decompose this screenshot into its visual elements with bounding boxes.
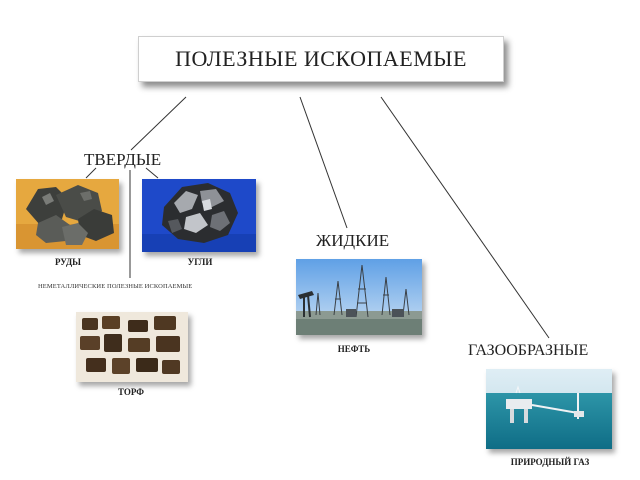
root-to-gas-line: [380, 96, 550, 339]
caption-natural-gas: ПРИРОДНЫЙ ГАЗ: [510, 457, 590, 467]
category-solid: ТВЕРДЫЕ: [84, 150, 162, 169]
peat-image: [76, 312, 188, 382]
caption-oil: НЕФТЬ: [337, 344, 371, 354]
solid-to-coal-line: [145, 167, 159, 179]
root-to-liquid-line: [299, 96, 348, 229]
caption-peat: ТОРФ: [118, 387, 144, 397]
category-liquid: ЖИДКИЕ: [316, 231, 390, 250]
root-to-solid-line: [130, 96, 187, 151]
solid-to-ores-line: [85, 167, 97, 179]
root-title-box: ПОЛЕЗНЫЕ ИСКОПАЕМЫЕ: [138, 36, 504, 82]
natural-gas-image: [486, 369, 612, 449]
coal-image: [142, 179, 256, 252]
caption-nonmetallic: НЕМЕТАЛЛИЧЕСКИЕ ПОЛЕЗНЫЕ ИСКОПАЕМЫЕ: [38, 283, 193, 290]
oil-image: [296, 259, 422, 335]
ores-image: [16, 179, 119, 249]
caption-coal: УГЛИ: [187, 257, 213, 267]
root-title: ПОЛЕЗНЫЕ ИСКОПАЕМЫЕ: [175, 46, 467, 71]
caption-ores: РУДЫ: [55, 257, 81, 267]
category-gas: ГАЗООБРАЗНЫЕ: [468, 342, 589, 359]
